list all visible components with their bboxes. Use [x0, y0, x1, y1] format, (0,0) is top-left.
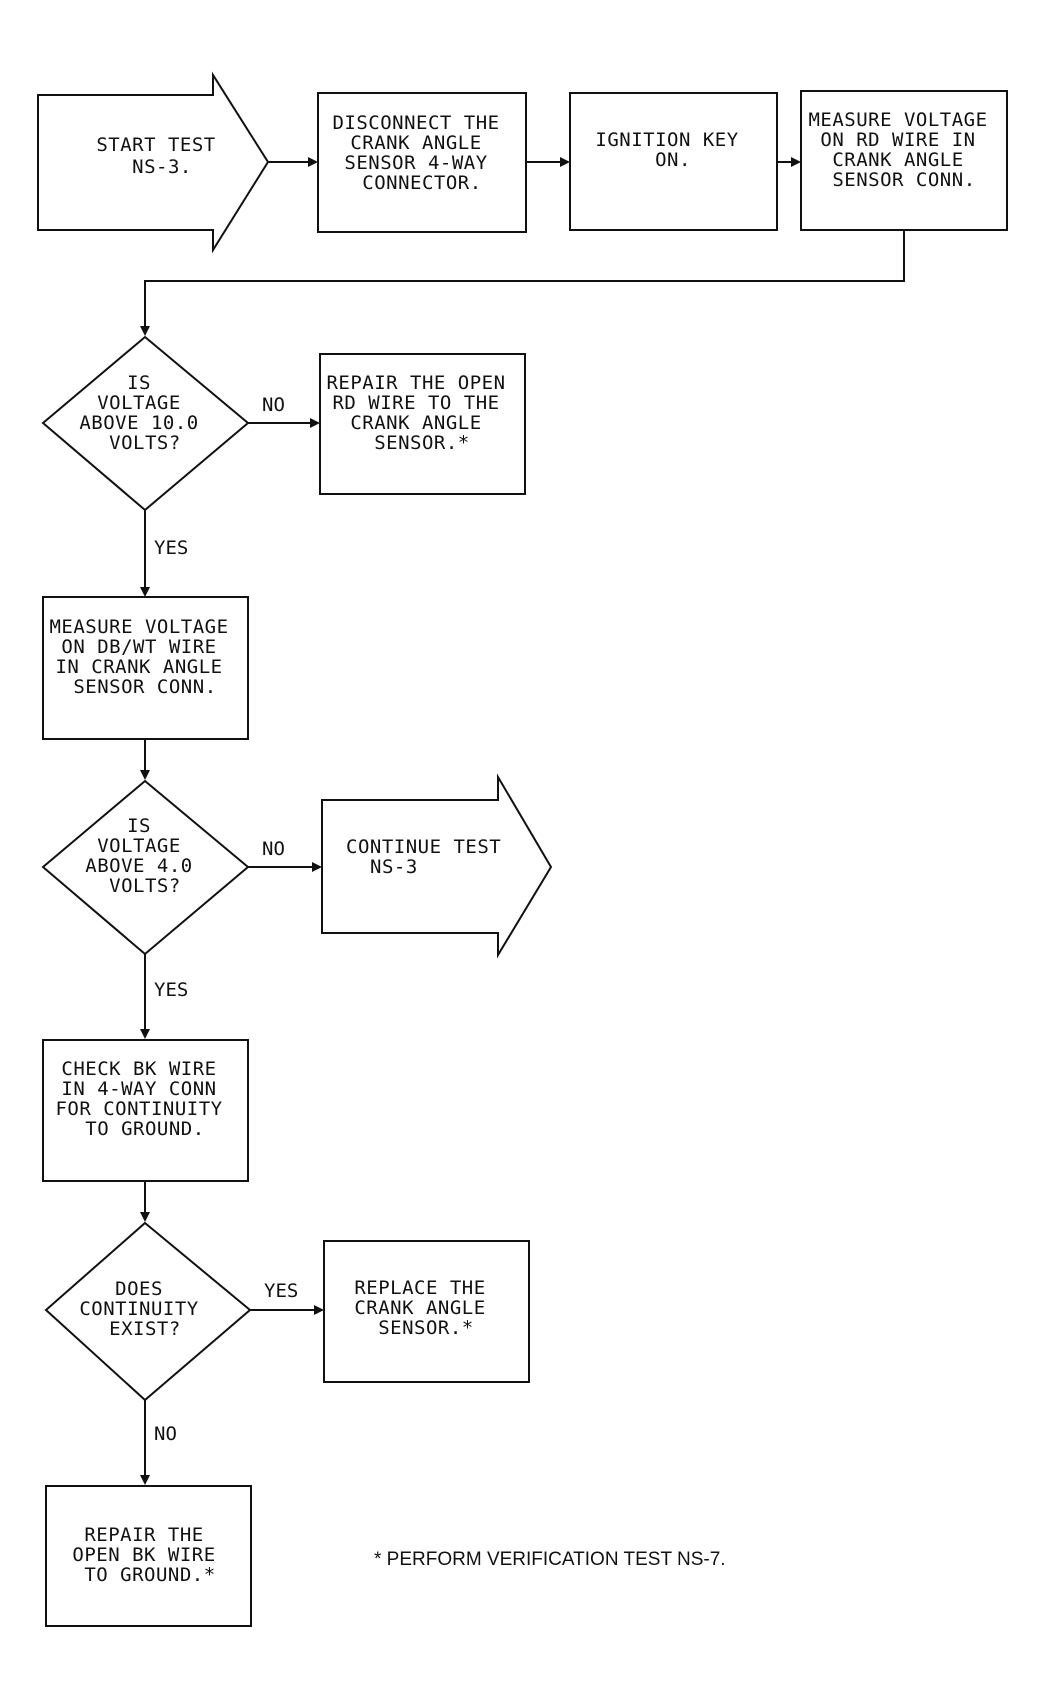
- repair-bk-wire-box: REPAIR THE OPEN BK WIRE TO GROUND.*: [45, 1485, 252, 1627]
- voltage-above-4-decision: IS VOLTAGE ABOVE 4.0 VOLTS?: [41, 779, 250, 956]
- replace-sensor-box: REPLACE THE CRANK ANGLE SENSOR.*: [323, 1240, 530, 1383]
- ignition-key-box: IGNITION KEY ON.: [569, 92, 778, 231]
- measure-rd-text: MEASURE VOLTAGE ON RD WIRE IN CRANK ANGL…: [808, 109, 999, 191]
- voltage-above-10-text: IS VOLTAGE ABOVE 10.0 VOLTS?: [79, 372, 210, 454]
- continue-test-arrow-shape: CONTINUE TEST NS-3: [321, 773, 553, 959]
- measure-dbwt-connector: [140, 739, 150, 780]
- q3-no-branch: NO: [140, 1400, 177, 1485]
- repair-rd-wire-text: REPAIR THE OPEN RD WIRE TO THE CRANK ANG…: [326, 372, 517, 454]
- repair-bk-wire-text: REPAIR THE OPEN BK WIRE TO GROUND.*: [72, 1524, 227, 1586]
- row1-connectors: [140, 157, 905, 336]
- verification-footnote: * PERFORM VERIFICATION TEST NS-7.: [374, 1549, 726, 1570]
- measure-dbwt-box: MEASURE VOLTAGE ON DB/WT WIRE IN CRANK A…: [42, 596, 249, 740]
- q1-yes-label: YES: [154, 537, 188, 559]
- q2-yes-branch: YES: [140, 954, 188, 1039]
- measure-rd-box: MEASURE VOLTAGE ON RD WIRE IN CRANK ANGL…: [800, 90, 1008, 231]
- q1-yes-branch: YES: [140, 510, 188, 597]
- check-bk-wire-text: CHECK BK WIRE IN 4-WAY CONN FOR CONTINUI…: [55, 1058, 234, 1140]
- disconnect-connector-text: DISCONNECT THE CRANK ANGLE SENSOR 4-WAY …: [332, 112, 511, 194]
- continuity-exist-decision: DOES CONTINUITY EXIST?: [44, 1221, 252, 1402]
- q3-yes-label: YES: [264, 1280, 298, 1302]
- q1-no-label: NO: [262, 394, 285, 416]
- ignition-key-text: IGNITION KEY ON.: [595, 129, 750, 171]
- q1-no-branch: NO: [248, 394, 320, 428]
- continuity-exist-text: DOES CONTINUITY EXIST?: [79, 1278, 210, 1340]
- q3-no-label: NO: [154, 1423, 177, 1445]
- check-bk-connector: [140, 1181, 150, 1222]
- disconnect-connector-box: DISCONNECT THE CRANK ANGLE SENSOR 4-WAY …: [317, 92, 527, 233]
- repair-rd-wire-box: REPAIR THE OPEN RD WIRE TO THE CRANK ANG…: [319, 353, 526, 495]
- q2-yes-label: YES: [154, 979, 188, 1001]
- start-test-arrow-shape: START TEST NS-3.: [37, 71, 270, 254]
- q2-no-label: NO: [262, 838, 285, 860]
- q2-no-branch: NO: [248, 838, 322, 872]
- start-test-text: START TEST NS-3.: [96, 134, 227, 178]
- check-bk-wire-box: CHECK BK WIRE IN 4-WAY CONN FOR CONTINUI…: [42, 1039, 249, 1182]
- q3-yes-branch: YES: [250, 1280, 324, 1315]
- continue-test-text: CONTINUE TEST NS-3: [346, 836, 513, 878]
- voltage-above-10-decision: IS VOLTAGE ABOVE 10.0 VOLTS?: [41, 335, 250, 512]
- voltage-above-4-text: IS VOLTAGE ABOVE 4.0 VOLTS?: [85, 815, 204, 897]
- replace-sensor-text: REPLACE THE CRANK ANGLE SENSOR.*: [354, 1277, 497, 1339]
- measure-dbwt-text: MEASURE VOLTAGE ON DB/WT WIRE IN CRANK A…: [49, 616, 240, 698]
